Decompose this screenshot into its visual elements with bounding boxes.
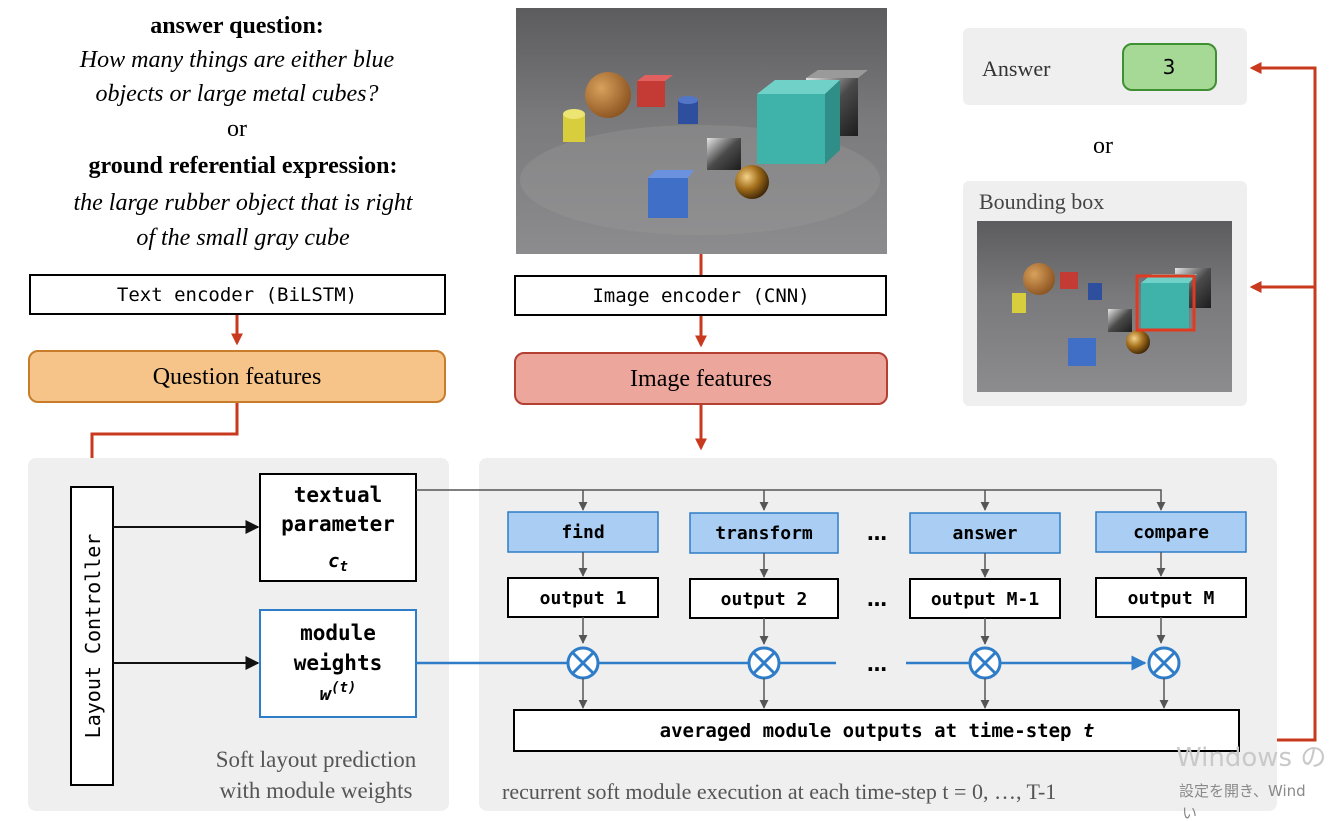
question-line-1: How many things are either blue (79, 47, 395, 73)
multiply-node-2 (747, 646, 781, 680)
or-label-right: or (1093, 133, 1113, 159)
c-symbol: c (328, 550, 339, 572)
question-features-label: Question features (153, 364, 322, 390)
multiply-node-m (1147, 646, 1181, 680)
bbox-scene-image (977, 221, 1232, 392)
module-weights-line-1: module (300, 621, 376, 645)
output-1-label: output 1 (540, 588, 627, 609)
output-m-label: output M (1128, 588, 1215, 609)
windows-watermark-line-2: 設定を開き、Wind (1179, 782, 1306, 800)
answer-label: Answer (982, 56, 1051, 81)
ground-expression-heading: ground referential expression: (89, 153, 398, 179)
expression-line-1: the large rubber object that is right (73, 190, 413, 216)
averaged-outputs-label: averaged module outputs at time-step t (660, 720, 1095, 742)
execution-caption: recurrent soft module execution at each … (502, 779, 1056, 804)
or-label-left: or (227, 116, 247, 142)
multiply-node-1 (566, 646, 600, 680)
image-features-box (514, 352, 888, 405)
bounding-box-label: Bounding box (979, 189, 1104, 214)
windows-watermark-line-1: Windows の (1176, 743, 1326, 773)
module-find-label: find (561, 522, 604, 543)
averaged-outputs-text: averaged module outputs at time-step (660, 720, 1083, 742)
text-encoder-box (29, 274, 446, 315)
modules-ellipsis: … (867, 521, 887, 545)
question-line-2: objects or large metal cubes? (95, 81, 378, 107)
module-compare (1095, 511, 1247, 553)
averaged-outputs-var: t (1083, 720, 1094, 742)
answer-feedback-arrow (1249, 62, 1317, 742)
layout-caption-line-2: with module weights (220, 778, 413, 803)
module-execution-panel (479, 458, 1277, 811)
module-find (507, 511, 659, 553)
module-weights-symbol: w(t) (320, 680, 357, 705)
task-description: answer question: How many things are eit… (73, 13, 413, 251)
c-subscript: t (340, 559, 348, 575)
module-answer (909, 512, 1061, 554)
textual-parameter-bus (416, 489, 1166, 511)
image-features-label: Image features (630, 366, 772, 392)
text-encoder-label: Text encoder (BiLSTM) (117, 284, 357, 306)
w-symbol: w (320, 683, 333, 705)
expression-line-2: of the small gray cube (136, 225, 350, 251)
question-to-controller-arrow (86, 403, 239, 471)
output-m-minus-1-label: output M-1 (931, 589, 1039, 610)
image-encoder-box (514, 275, 887, 316)
module-transform (689, 512, 839, 554)
output-2-box (689, 578, 839, 619)
answer-value: 3 (1163, 55, 1176, 79)
textual-parameter-line-1: textual (294, 483, 383, 507)
answer-value-box (1122, 43, 1217, 91)
windows-watermark-line-3: い (1182, 804, 1197, 821)
weights-ellipsis: … (867, 652, 887, 676)
question-features-box (28, 350, 446, 403)
outputs-ellipsis: … (867, 587, 887, 611)
module-weights-box (259, 609, 417, 718)
layout-caption-line-1: Soft layout prediction (216, 747, 417, 772)
w-superscript: (t) (331, 680, 356, 696)
averaged-outputs-box (513, 709, 1240, 752)
textual-parameter-symbol: ct (328, 550, 348, 575)
textual-parameter-line-2: parameter (281, 512, 395, 536)
layout-controller-label: Layout Controller (81, 534, 105, 739)
multiply-node-m-minus-1 (968, 646, 1002, 680)
module-transform-label: transform (715, 523, 813, 544)
image-encoder-label: Image encoder (CNN) (592, 285, 809, 307)
module-weights-line-2: weights (294, 651, 383, 675)
module-compare-label: compare (1133, 522, 1209, 543)
scene-image (516, 8, 887, 254)
output-m-box (1095, 577, 1247, 618)
predicted-bounding-box (1135, 274, 1196, 332)
textual-parameter-box (259, 473, 417, 582)
layout-controller-box (70, 486, 114, 786)
output-2-label: output 2 (721, 589, 808, 610)
answer-question-heading: answer question: (150, 13, 324, 39)
module-answer-label: answer (952, 523, 1017, 544)
